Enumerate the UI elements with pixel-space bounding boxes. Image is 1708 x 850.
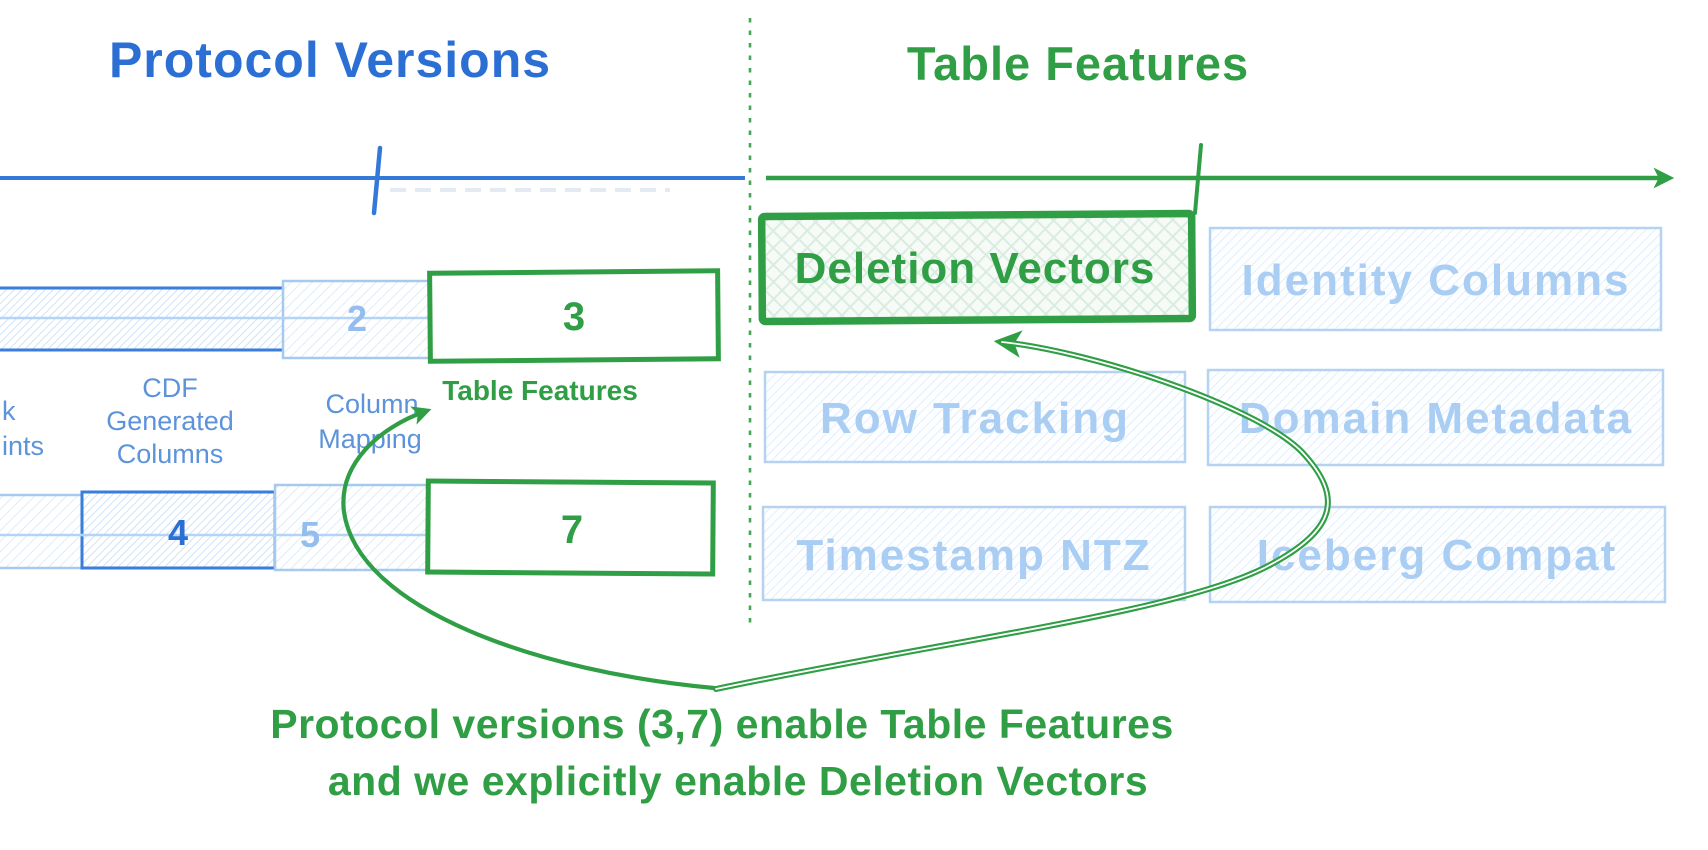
feature-box-identity-columns [1208,226,1663,332]
annotation-line2: and we explicitly enable Deletion Vector… [328,758,1148,804]
reader-v3-box [427,268,721,364]
feature-label-deletion-vectors: Deletion Vectors [795,244,1156,293]
feature-label-domain-metadata: Domain Metadata [1239,394,1633,443]
version-7-label: 7 [561,508,583,552]
table-features-title: Table Features [907,37,1249,90]
protocol-versions-title: Protocol Versions [109,32,551,88]
version-4-label: 4 [168,512,188,553]
green-timeline-tick [1193,143,1203,215]
writer-version-row [0,483,430,572]
version-5-label: 5 [300,514,320,555]
cdf-generated-columns-label-line1: CDF [142,373,198,403]
annotation-arrows [341,330,1331,692]
feature-label-timestamp-ntz: Timestamp NTZ [796,531,1151,580]
feature-label-iceberg-compat: Iceberg Compat [1257,531,1618,580]
feature-label-row-tracking: Row Tracking [820,394,1130,443]
blue-timeline-tick [371,145,383,216]
table-features-pointer-label: Table Features [442,375,638,406]
cdf-generated-columns-label-line2: Generated [106,406,234,436]
cdf-generated-columns-label-line3: Columns [117,439,224,469]
feature-label-identity-columns: Identity Columns [1242,256,1631,305]
arrow-to-deletion-vectors-inner-line [715,341,1329,690]
feature-grid: Deletion Vectors Identity Columns Row Tr… [757,209,1667,604]
feature-box-row-tracking [763,370,1187,464]
version-2-label: 2 [347,298,367,339]
left-feature-labels: k ints CDF Generated Columns Column Mapp… [2,373,638,469]
writer-legacy-box [0,493,84,570]
column-mapping-label-line2: Mapping [318,424,422,454]
feature-box-timestamp-ntz [761,505,1187,602]
writer-v7-box [425,478,716,577]
timelines [0,18,1675,630]
check-constraints-label-cut-line1: k [2,396,16,426]
annotation-line1: Protocol versions (3,7) enable Table Fea… [270,701,1174,747]
version-3-label: 3 [563,295,585,339]
check-constraints-label-cut-line2: ints [2,431,44,461]
arrow-to-table-features-label [341,406,717,691]
writer-v5-box [273,483,430,572]
column-mapping-label-line1: Column [325,389,418,419]
writer-v4-box [80,490,277,570]
feature-box-domain-metadata [1206,368,1665,467]
feature-box-deletion-vectors [757,209,1197,326]
